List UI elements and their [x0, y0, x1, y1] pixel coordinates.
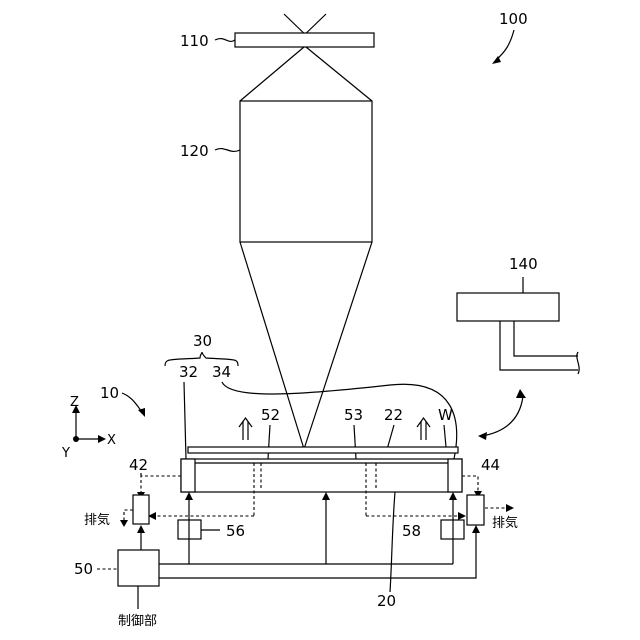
axis-y: Y: [61, 446, 70, 461]
leader-53: [354, 425, 356, 459]
label-34: 34: [212, 363, 231, 381]
leader-32: [184, 382, 186, 459]
light-source: [235, 14, 374, 47]
arrow-140-head-left: [478, 432, 487, 440]
arrow-10: [122, 393, 142, 412]
measurement-unit: 140: [457, 255, 579, 374]
arrow-140: [482, 396, 523, 436]
pump-44: [467, 495, 484, 525]
axis-z: Z: [70, 395, 79, 410]
arrow-100: [496, 30, 514, 60]
label-58: 58: [402, 522, 421, 540]
label-110: 110: [180, 32, 209, 50]
holder-34: [448, 459, 462, 492]
leader-110: [215, 39, 235, 42]
control-lines: [137, 492, 480, 578]
leader-20: [390, 492, 395, 592]
label-32: 32: [179, 363, 198, 381]
exhaust-label-left: 排気: [84, 512, 110, 528]
leader-120: [215, 149, 240, 152]
controller-text: 制御部: [118, 614, 157, 629]
pump-42: [133, 495, 149, 524]
label-42: 42: [129, 456, 148, 474]
axis-icon: Z X Y: [61, 395, 116, 461]
label-52: 52: [261, 406, 280, 424]
label-22: 22: [384, 406, 403, 424]
label-w: W: [438, 406, 453, 424]
label-44: 44: [481, 456, 500, 474]
label-10: 10: [100, 384, 119, 402]
label-100: 100: [499, 10, 528, 28]
label-30: 30: [193, 332, 212, 350]
stage: [181, 459, 462, 492]
up-arrow-icon: [417, 418, 430, 440]
label-140: 140: [509, 255, 538, 273]
label-50: 50: [74, 560, 93, 578]
wafer: [188, 447, 458, 453]
label-53: 53: [344, 406, 363, 424]
holder-32: [181, 459, 195, 492]
arrow-10-head: [138, 408, 145, 417]
arrow-140-head-top: [516, 389, 526, 398]
up-arrow-icon: [239, 418, 252, 440]
controller: [118, 550, 159, 586]
axis-x: X: [107, 433, 116, 448]
label-56: 56: [226, 522, 245, 540]
leader-w: [444, 425, 446, 447]
label-20: 20: [377, 592, 396, 610]
label-120: 120: [180, 142, 209, 160]
leader-52: [268, 425, 270, 459]
exhaust-label-right: 排気: [492, 515, 518, 531]
